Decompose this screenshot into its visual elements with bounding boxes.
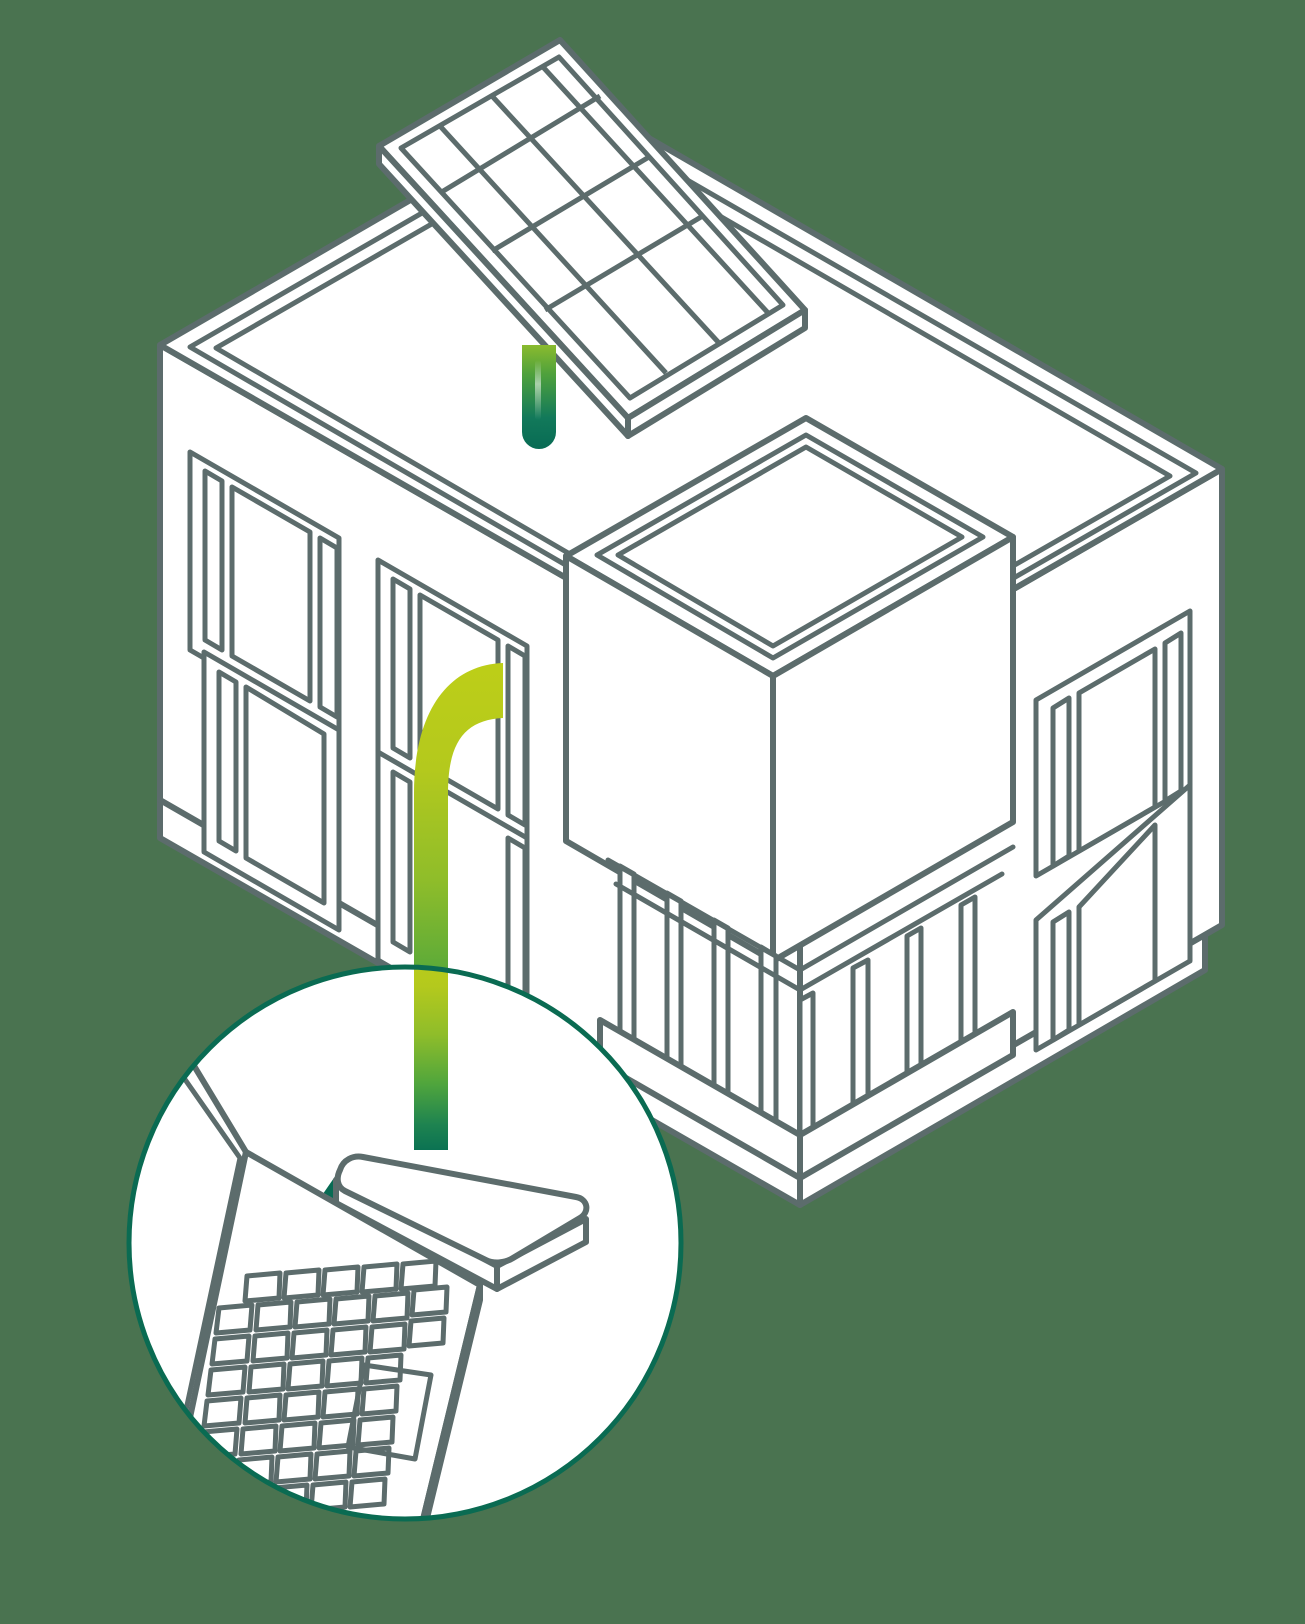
roof-cable-stub-highlight bbox=[535, 360, 541, 420]
side-window-upper bbox=[1033, 608, 1193, 879]
solar-panel-edge-left bbox=[376, 143, 631, 439]
roof-cube-parapet bbox=[594, 432, 986, 661]
router-device bbox=[333, 1153, 590, 1292]
solar-panel bbox=[376, 37, 808, 439]
roof-cube-parapet2 bbox=[615, 444, 965, 649]
side-window-lower bbox=[1033, 782, 1193, 1053]
wall-cable-in-lens bbox=[414, 967, 448, 1150]
roof-cube-structure bbox=[563, 415, 1016, 964]
house bbox=[157, 97, 1225, 1208]
front-window-lower-left bbox=[201, 649, 342, 933]
solar-panel-frame bbox=[398, 54, 786, 401]
roof-cable-stub bbox=[522, 345, 556, 449]
solar-panel-cells bbox=[438, 65, 771, 375]
magnifier-ring bbox=[126, 964, 684, 1522]
